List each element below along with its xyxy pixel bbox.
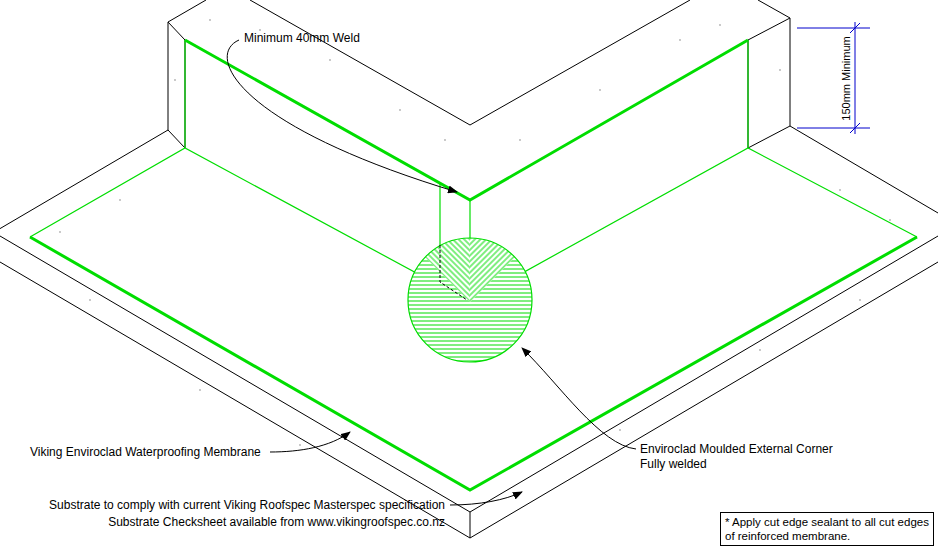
membrane-outline	[30, 40, 917, 490]
moulded-corner	[390, 222, 550, 370]
checksheet-note: Substrate Checksheet available from www.…	[108, 515, 445, 530]
leader-line	[227, 40, 636, 505]
concrete-slab	[0, 126, 938, 538]
substrate-note: Substrate to comply with current Viking …	[49, 498, 445, 513]
membrane-label: Viking Enviroclad Waterproofing Membrane	[30, 445, 261, 460]
weld-label: Minimum 40mm Weld	[244, 31, 360, 46]
note-text: * Apply cut edge sealant to all cut edge…	[725, 516, 929, 542]
concrete-speckle	[59, 19, 891, 446]
corner-label: Enviroclad Moulded External Corner Fully…	[640, 442, 860, 472]
dimension-line	[797, 22, 870, 134]
note-box: * Apply cut edge sealant to all cut edge…	[720, 512, 934, 546]
concrete-wall	[168, 0, 790, 148]
dimension-label: 150mm Minimum	[838, 36, 853, 120]
